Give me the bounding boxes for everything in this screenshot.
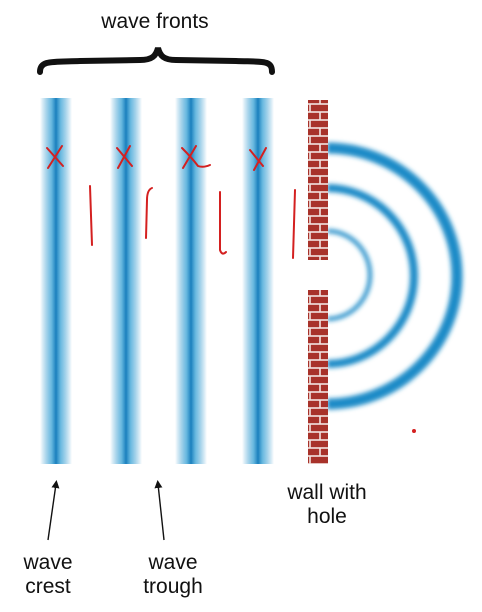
crest-mark-1	[46, 145, 64, 169]
crest-mark-3	[181, 145, 211, 169]
wall-lower-section	[308, 290, 328, 464]
diffracted-waves	[326, 142, 463, 410]
brick-wall	[308, 100, 328, 464]
crest-arrow	[47, 480, 60, 541]
wave-crest-label: wave crest	[0, 551, 96, 599]
trough-mark-1	[89, 185, 93, 246]
wave-fronts-label: wave fronts	[101, 10, 209, 33]
diffracted-wave-ring-2	[326, 184, 418, 368]
wall-label-line-2: hole	[307, 505, 347, 528]
crest-label-line-2: crest	[25, 575, 71, 598]
wave-fronts-brace	[37, 47, 275, 75]
wave-front-1	[40, 98, 72, 464]
trough-mark-4	[292, 189, 296, 259]
trough-mark-2	[145, 187, 153, 239]
crest-marks	[46, 145, 267, 171]
diffracted-wave-ring-1	[326, 229, 372, 321]
trough-mark-3	[219, 191, 227, 255]
trough-label-line-2: trough	[143, 575, 203, 598]
wave-trough-label: wave trough	[118, 551, 228, 599]
trough-label-line-1: wave	[148, 551, 198, 574]
red-dot	[412, 429, 416, 433]
label-arrows	[47, 480, 165, 541]
diffracted-wave-ring-3	[326, 142, 463, 410]
wall-with-hole-label: wall with hole	[262, 481, 392, 529]
crest-mark-4	[249, 147, 267, 171]
wall-label-line-1: wall with	[287, 481, 367, 504]
trough-marks	[89, 185, 296, 259]
plane-wave-fronts	[40, 98, 274, 464]
crest-mark-2	[116, 145, 133, 169]
wall-upper-section	[308, 100, 328, 260]
wave-front-4	[242, 98, 274, 464]
crest-label-line-1: wave	[23, 551, 73, 574]
trough-arrow	[154, 480, 165, 541]
